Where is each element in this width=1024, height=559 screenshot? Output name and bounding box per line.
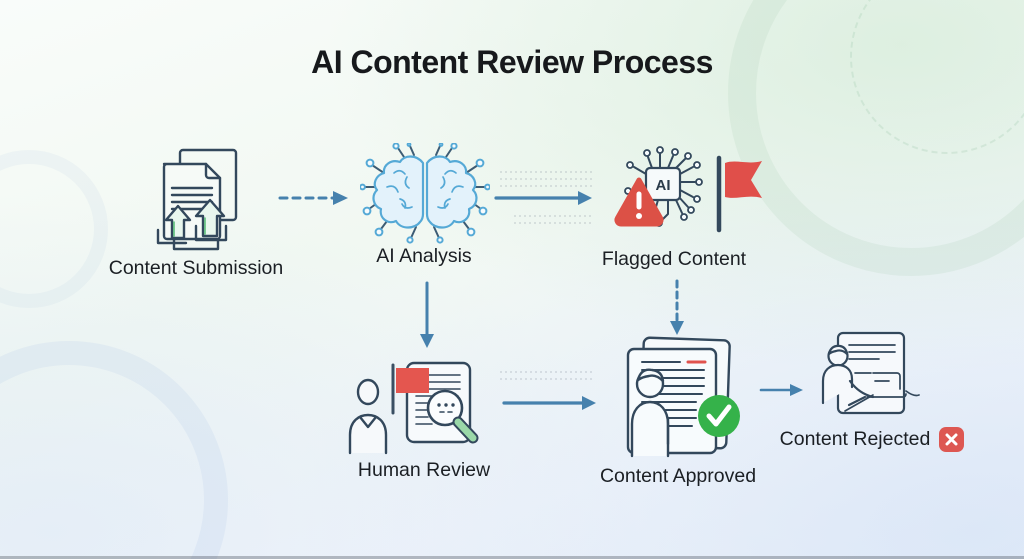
label-content-submission: Content Submission bbox=[108, 257, 284, 279]
arrow-human-review-to-approved bbox=[502, 396, 596, 410]
bottom-edge-line bbox=[0, 556, 1024, 559]
arrow-analysis-to-flagged bbox=[494, 191, 592, 205]
red-x-icon bbox=[939, 426, 965, 452]
person-document-green-check-icon bbox=[626, 336, 740, 458]
red-flag-icon bbox=[725, 161, 762, 198]
arrow-submission-to-analysis bbox=[278, 191, 348, 205]
upload-documents-icon bbox=[156, 148, 238, 251]
watermark-dots bbox=[514, 210, 594, 229]
person-laptop-document-icon bbox=[821, 331, 920, 415]
magnifier-handle bbox=[454, 418, 477, 442]
brain-circuit-icon bbox=[360, 143, 490, 244]
decorative-circle-top-right bbox=[728, 0, 1024, 276]
label-human-review: Human Review bbox=[357, 459, 491, 481]
label-ai-analysis: AI Analysis bbox=[376, 245, 472, 267]
arrow-flagged-to-approved bbox=[670, 279, 684, 335]
ai-chip-label: AI bbox=[656, 177, 671, 194]
label-content-approved: Content Approved bbox=[599, 465, 757, 487]
arrow-analysis-to-human-review bbox=[420, 281, 434, 348]
person-document-magnifier-red-flag-icon bbox=[348, 361, 479, 455]
label-content-rejected: Content Rejected bbox=[779, 427, 931, 450]
content-rejected-caption: Content Rejected bbox=[762, 424, 982, 454]
decorative-circle-left bbox=[0, 150, 108, 308]
ai-chip-warning-red-flag-icon: AI bbox=[614, 146, 762, 233]
watermark-dots bbox=[500, 366, 595, 385]
label-flagged-content: Flagged Content bbox=[601, 248, 747, 270]
red-flag-icon bbox=[396, 368, 429, 393]
page-title: AI Content Review Process bbox=[311, 44, 713, 80]
decorative-circle-bottom-left bbox=[0, 341, 228, 559]
arrow-approved-to-rejected bbox=[759, 384, 803, 396]
